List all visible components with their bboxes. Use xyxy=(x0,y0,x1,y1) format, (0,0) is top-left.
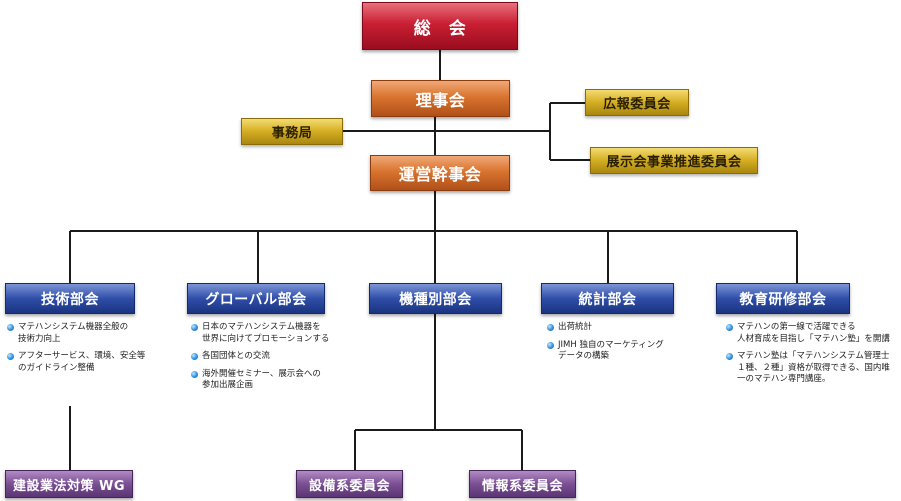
division-model-box: 機種別部会 xyxy=(369,283,502,314)
division-statistics-label: 統計部会 xyxy=(578,291,637,308)
information-committee-box: 情報系委員会 xyxy=(469,470,576,498)
division-technical-desc: マテハンシステム機器全般の 技術力向上 アフターサービス、環境、安全等 のガイド… xyxy=(7,322,177,380)
division-education-box: 教育研修部会 xyxy=(716,283,850,314)
list-item: JIMH 独自のマーケティング データの構築 xyxy=(547,340,707,363)
list-item: アフターサービス、環境、安全等 のガイドライン整備 xyxy=(7,351,177,374)
division-global-label: グローバル部会 xyxy=(205,291,307,308)
list-item: マテハン塾は「マテハンシステム管理士 １種、２種」資格が取得できる、国内唯 一の… xyxy=(726,351,898,386)
bullet-icon xyxy=(191,370,198,378)
bullet-icon xyxy=(191,324,198,331)
equipment-committee-label: 設備系委員会 xyxy=(308,478,390,494)
exhibition-committee-box: 展示会事業推進委員会 xyxy=(590,147,758,174)
list-item: 海外開催セミナー、展示会への 参加出展企画 xyxy=(191,369,361,392)
bullet-icon xyxy=(547,341,554,349)
general-meeting-label: 総 会 xyxy=(413,18,467,39)
construction-wg-label: 建設業法対策 WG xyxy=(12,478,126,494)
list-item: 日本のマテハンシステム機器を 世界に向けてプロモーションする xyxy=(191,322,361,345)
construction-wg-box: 建設業法対策 WG xyxy=(5,470,133,498)
exhibition-committee-label: 展示会事業推進委員会 xyxy=(606,155,742,170)
division-global-box: グローバル部会 xyxy=(187,283,325,314)
board-box: 理事会 xyxy=(371,80,510,117)
board-label: 理事会 xyxy=(415,90,466,110)
bullet-icon xyxy=(7,324,14,331)
division-education-label: 教育研修部会 xyxy=(739,291,827,308)
list-item: マテハンシステム機器全般の 技術力向上 xyxy=(7,322,177,345)
secretariat-label: 事務局 xyxy=(271,126,313,141)
pr-committee-box: 広報委員会 xyxy=(585,89,689,116)
division-technical-box: 技術部会 xyxy=(5,283,135,314)
information-committee-label: 情報系委員会 xyxy=(481,478,563,494)
steering-committee-label: 運営幹事会 xyxy=(398,165,482,184)
bullet-icon xyxy=(726,353,733,360)
division-statistics-desc: 出荷統計 JIMH 独自のマーケティング データの構築 xyxy=(547,322,707,369)
bullet-icon xyxy=(7,353,14,360)
division-education-desc: マテハンの第一線で活躍できる 人材育成を目指し「マテハン塾」を開講 マテハン塾は… xyxy=(726,322,898,392)
bullet-icon xyxy=(726,324,733,331)
bullet-icon xyxy=(547,324,554,331)
bullet-icon xyxy=(191,353,198,360)
list-item: 各国団体との交流 xyxy=(191,351,361,363)
steering-committee-box: 運営幹事会 xyxy=(370,155,510,191)
general-meeting-box: 総 会 xyxy=(362,2,518,50)
list-item: マテハンの第一線で活躍できる 人材育成を目指し「マテハン塾」を開講 xyxy=(726,322,898,345)
secretariat-box: 事務局 xyxy=(241,118,343,145)
equipment-committee-box: 設備系委員会 xyxy=(296,470,403,498)
division-technical-label: 技術部会 xyxy=(41,291,99,308)
pr-committee-label: 広報委員会 xyxy=(603,97,671,112)
division-model-label: 機種別部会 xyxy=(399,291,472,308)
division-statistics-box: 統計部会 xyxy=(541,283,674,314)
division-global-desc: 日本のマテハンシステム機器を 世界に向けてプロモーションする 各国団体との交流 … xyxy=(191,322,361,398)
list-item: 出荷統計 xyxy=(547,322,707,334)
